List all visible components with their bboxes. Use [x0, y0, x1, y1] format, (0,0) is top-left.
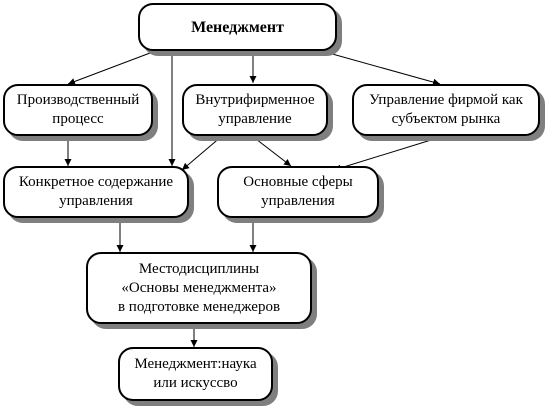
node-production-process: Производственный процесс	[3, 84, 153, 136]
arrow-management-to-firm-subject	[317, 49, 441, 86]
node-specific-content-label: Конкретное содержание управления	[18, 174, 174, 209]
node-science-or-art-label: Менеджмент:наука или искуссво	[134, 356, 257, 391]
node-firm-as-market-subject-label: Управление фирмой как субъектом рынка	[369, 92, 523, 127]
arrow-firm-subject-to-spheres	[333, 135, 445, 172]
node-intrafirm-management: Внутрифирменное управление	[182, 84, 328, 136]
node-main-spheres-label: Основные сферы управления	[243, 174, 353, 209]
arrow-intrafirm-to-spheres	[251, 135, 292, 167]
node-management-label: Менеджмент	[191, 18, 284, 36]
node-management: Менеджмент	[138, 3, 337, 51]
node-science-or-art: Менеджмент:наука или искуссво	[118, 347, 273, 401]
node-firm-as-market-subject: Управление фирмой как субъектом рынка	[352, 84, 540, 136]
arrow-management-to-production	[67, 49, 159, 85]
node-discipline-place: Местодисциплины «Основы менеджмента» в п…	[86, 252, 312, 324]
node-discipline-place-label: Местодисциплины «Основы менеджмента» в п…	[117, 260, 281, 315]
node-intrafirm-management-label: Внутрифирменное управление	[195, 92, 315, 127]
node-production-process-label: Производственный процесс	[16, 92, 140, 127]
node-main-spheres: Основные сферы управления	[217, 166, 379, 218]
arrow-intrafirm-to-content	[181, 135, 223, 171]
node-specific-content: Конкретное содержание управления	[3, 166, 189, 218]
